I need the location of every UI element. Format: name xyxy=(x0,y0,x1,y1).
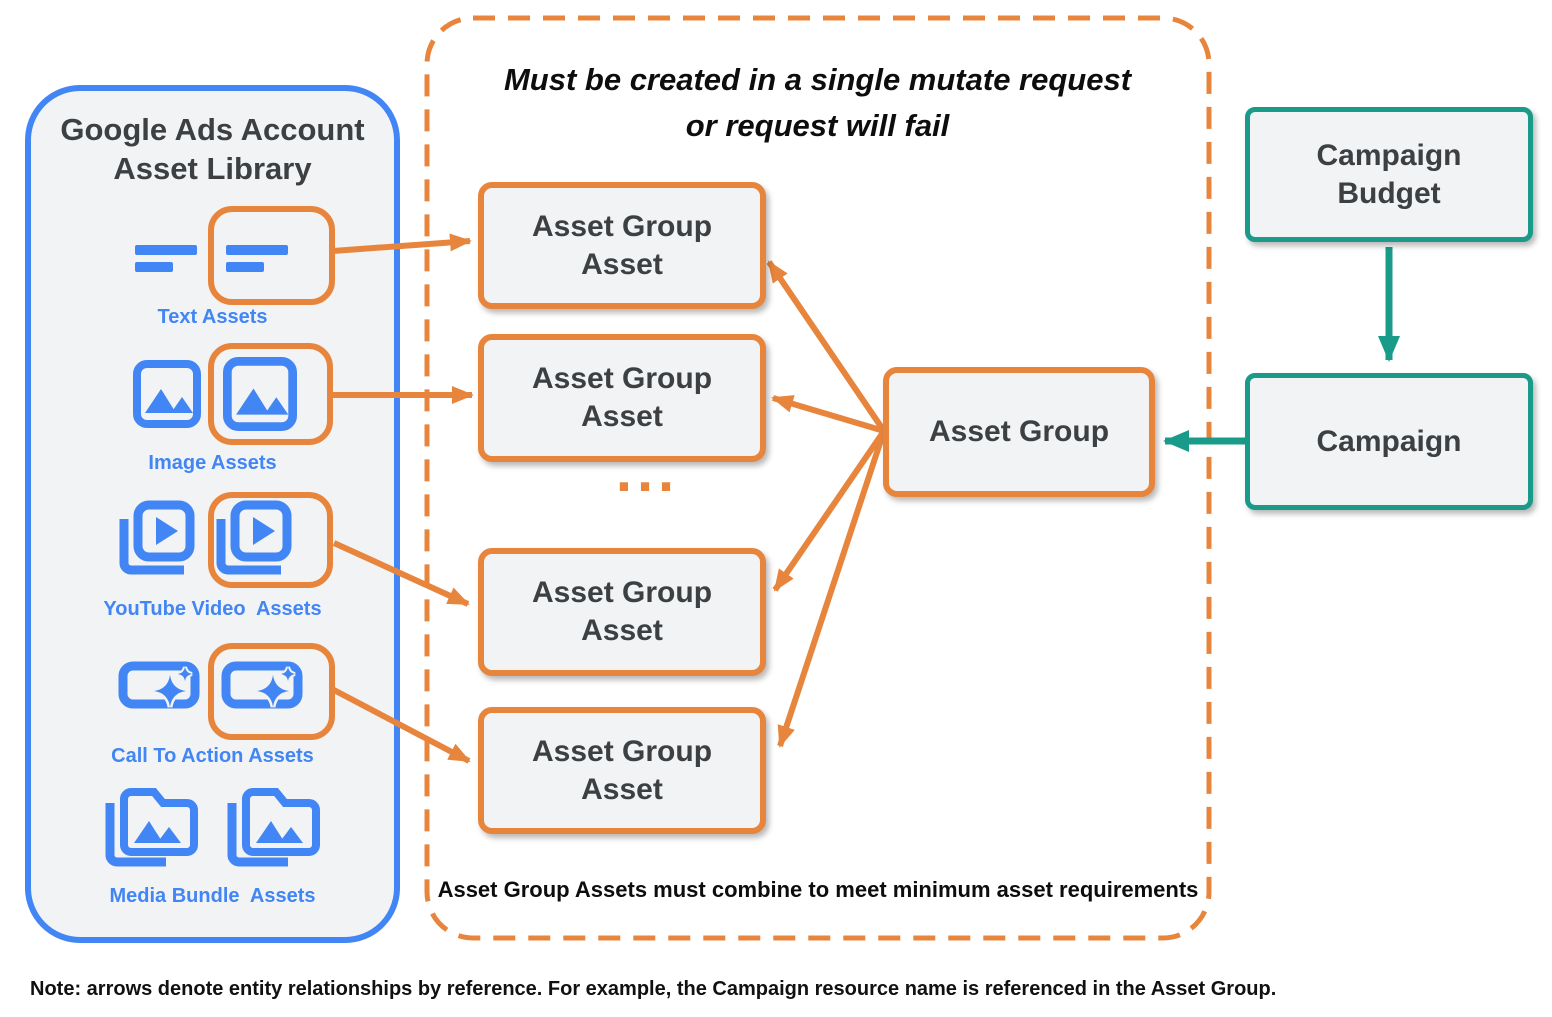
asset-group-asset-box: Asset Group Asset xyxy=(478,707,766,834)
arrow-asset-group-to-asset-1 xyxy=(766,260,887,433)
call-to-action-asset-icon xyxy=(118,661,200,721)
call-to-action-assets-label: Call To Action Assets xyxy=(111,745,314,767)
youtube-video-asset-icon xyxy=(212,499,292,579)
text-asset-icon xyxy=(135,245,199,273)
youtube-video-assets-label: YouTube Video Assets xyxy=(103,598,322,620)
media-bundle-asset-icon xyxy=(102,785,202,869)
more-assets-ellipsis: ... xyxy=(615,439,680,504)
media-bundle-assets-label: Media Bundle Assets xyxy=(109,885,316,907)
media-bundle-asset-icon xyxy=(224,785,324,869)
asset-library-title: Google Ads Account Asset Library xyxy=(60,112,365,186)
text-asset-highlight-box xyxy=(208,206,335,305)
youtube-video-asset-icon xyxy=(115,499,195,579)
mutate-requirements-footer: Asset Group Assets must combine to meet … xyxy=(437,877,1199,902)
asset-group-asset-box: Asset Group Asset xyxy=(478,334,766,462)
arrow-asset-group-to-asset-3 xyxy=(772,429,887,592)
arrow-asset-group-to-asset-2 xyxy=(771,395,885,434)
asset-group-box: Asset Group xyxy=(883,367,1155,497)
campaign-budget-box: Campaign Budget xyxy=(1245,107,1533,242)
image-assets-label: Image Assets xyxy=(148,452,277,474)
footnote: Note: arrows denote entity relationships… xyxy=(30,978,1277,1000)
youtube-video-asset-highlight-box xyxy=(208,492,333,588)
image-asset-icon xyxy=(133,360,201,428)
call-to-action-asset-icon xyxy=(221,661,303,721)
image-asset-highlight-box xyxy=(208,343,333,445)
arrow-asset-group-to-asset-4 xyxy=(777,430,887,748)
asset-group-asset-box: Asset Group Asset xyxy=(478,182,766,309)
text-assets-label: Text Assets xyxy=(157,306,268,328)
text-asset-icon xyxy=(226,245,290,273)
mutate-request-title: Must be created in a single mutate reque… xyxy=(503,62,1132,143)
asset-group-asset-box: Asset Group Asset xyxy=(478,548,766,676)
campaign-box: Campaign xyxy=(1245,373,1533,510)
image-asset-icon xyxy=(223,357,297,431)
